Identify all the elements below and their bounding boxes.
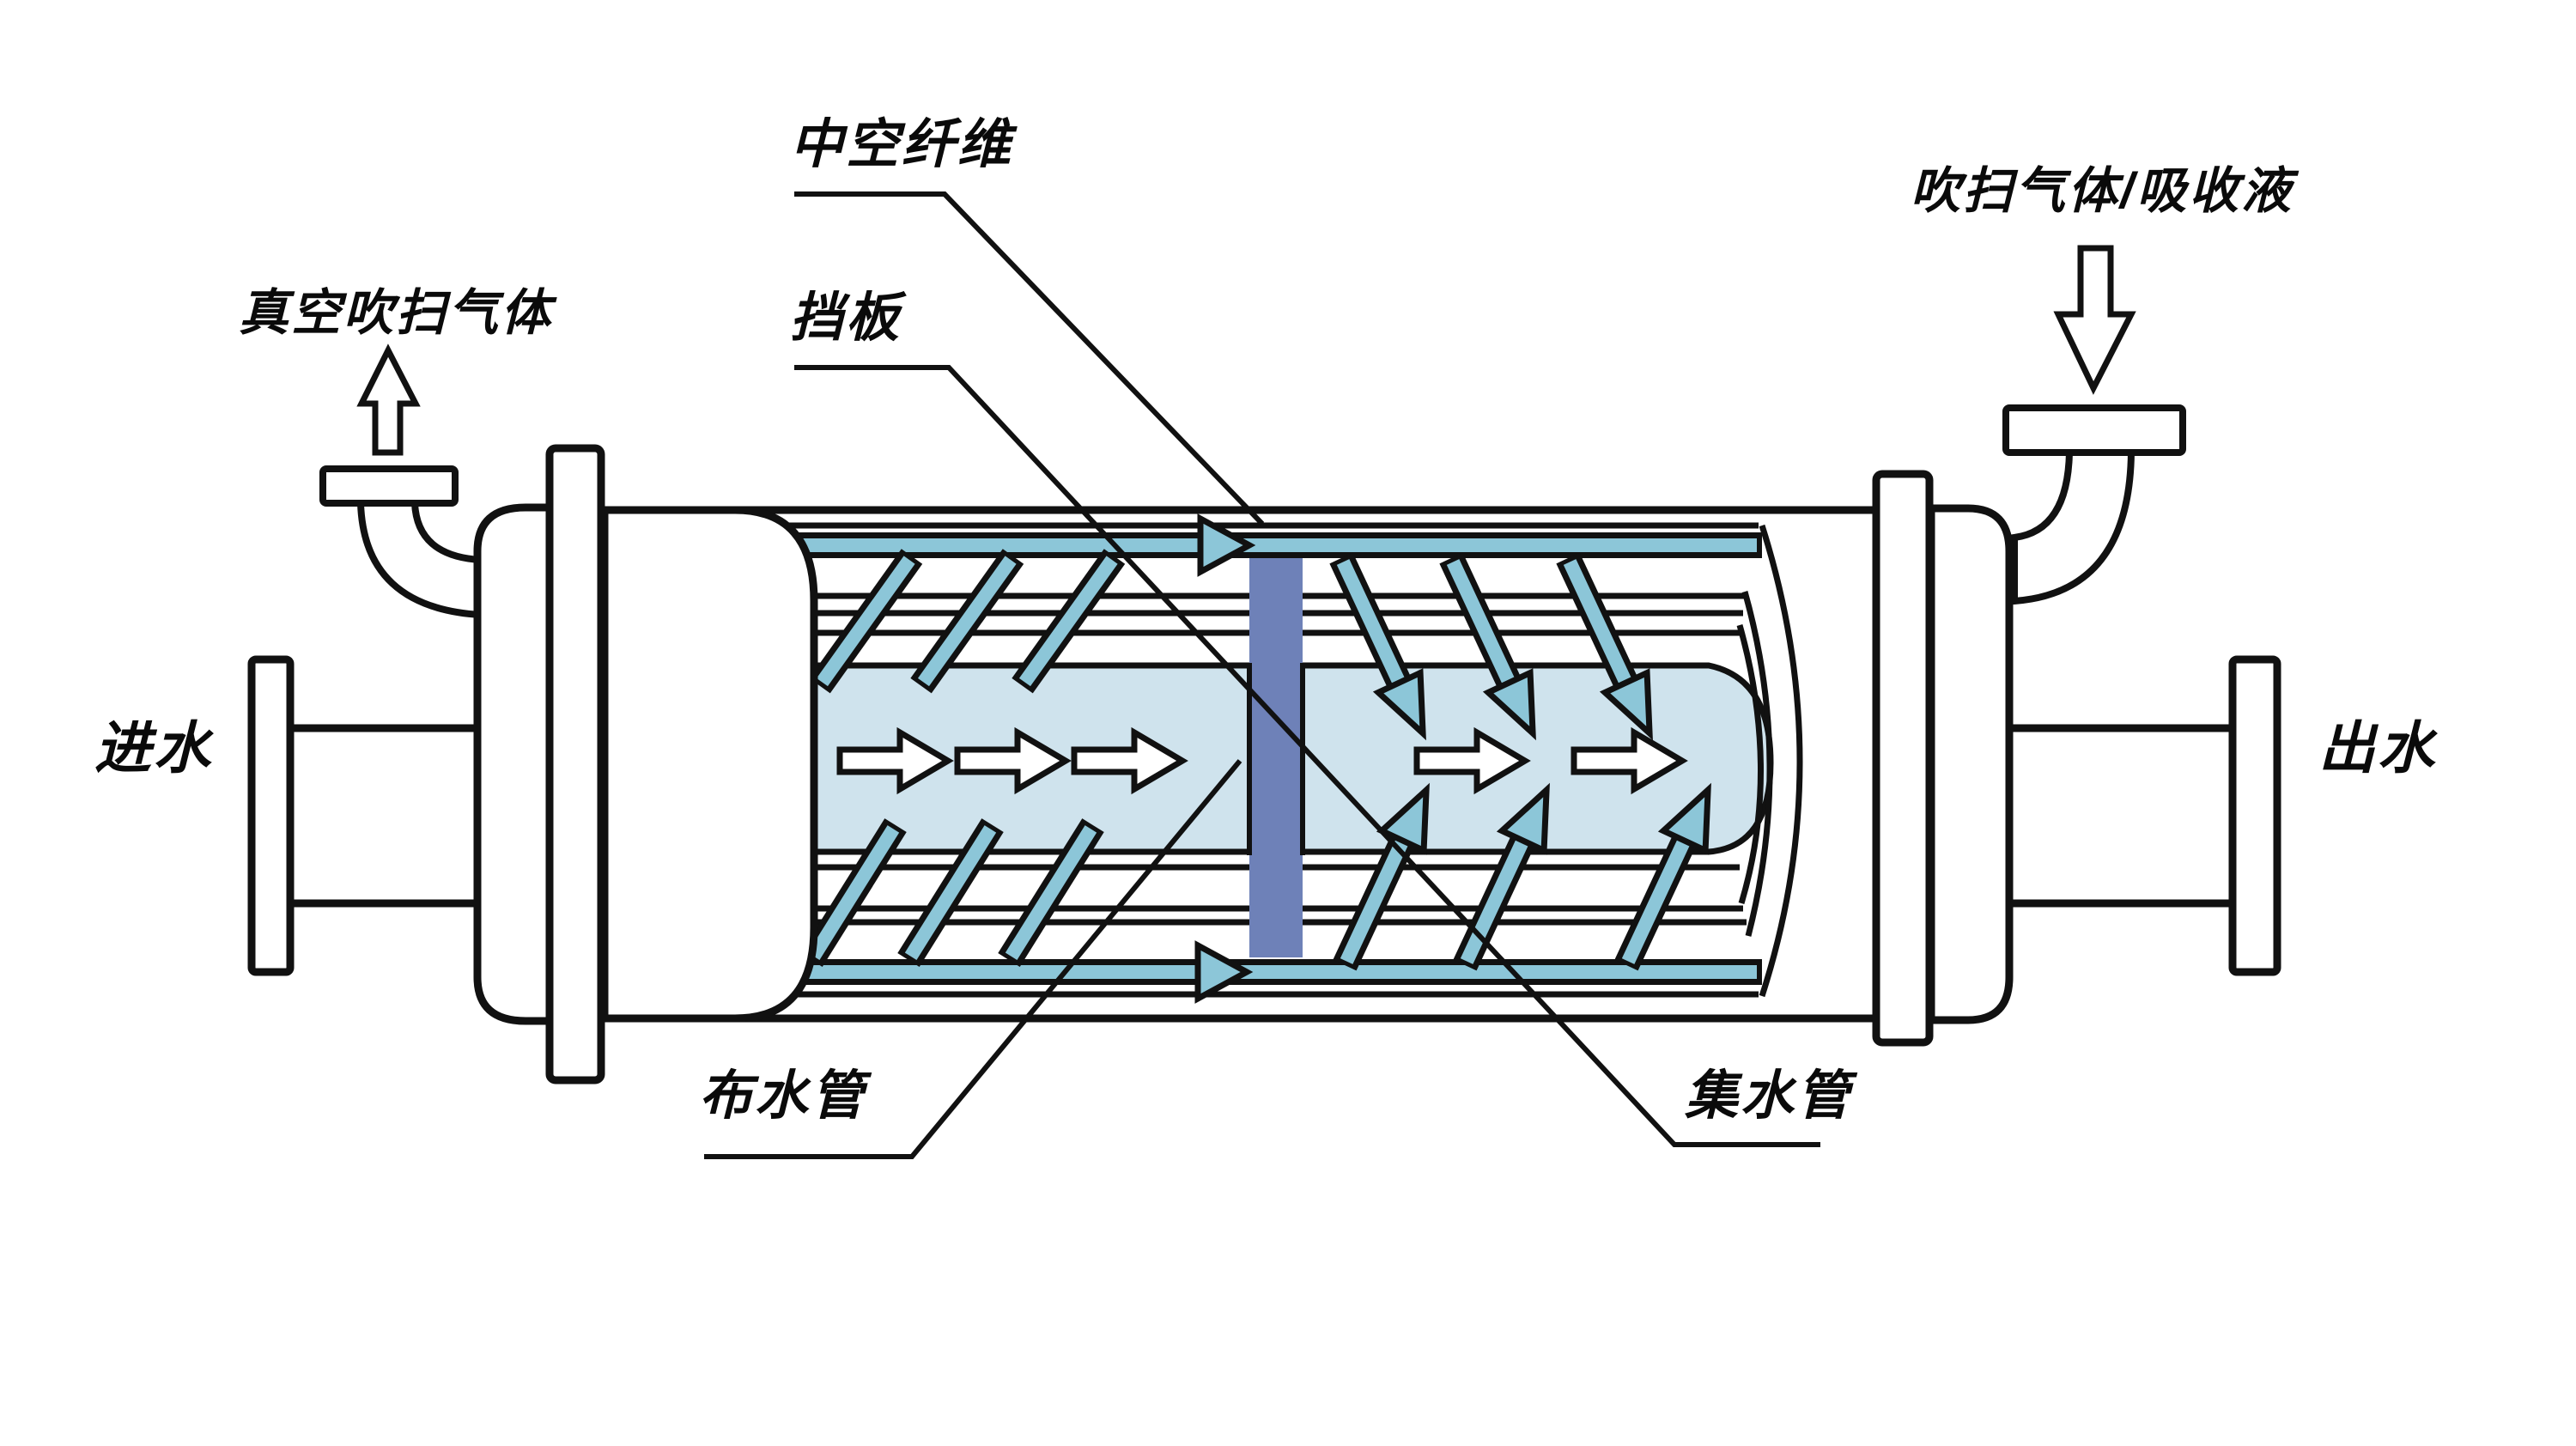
label-vacuum-purge-gas: 真空吹扫气体 — [239, 285, 554, 341]
baffle-collection-leader — [794, 365, 1820, 1147]
down-arrow-icon — [2053, 245, 2136, 395]
feed-nozzle-flange — [2002, 404, 2186, 456]
water-inlet-port — [247, 655, 485, 976]
right-flange-ring — [1872, 470, 1934, 1047]
feed-elbow-pipe — [2011, 449, 2136, 605]
vacuum-elbow-pipe — [356, 500, 484, 619]
label-purge-gas-absorbent: 吹扫气体/吸收液 — [1911, 163, 2294, 219]
label-collection-pipe: 集水管 — [1685, 1066, 1853, 1126]
vacuum-nozzle-flange — [319, 465, 459, 507]
baffle-plate — [1249, 554, 1303, 957]
pipe-flow-arrowhead — [1197, 513, 1256, 577]
bottom-collection-pipe — [788, 940, 1762, 1004]
left-outer-dome — [473, 503, 556, 1025]
hollow-fiber-leader — [794, 191, 1265, 526]
label-distribution-pipe: 布水管 — [699, 1066, 867, 1126]
label-water-inlet: 进水 — [94, 716, 213, 780]
left-flange-ring — [545, 444, 605, 1084]
distribution-pipe-leader — [704, 759, 1242, 1159]
up-arrow-icon — [356, 343, 421, 456]
label-hollow-fiber: 中空纤维 — [790, 115, 1014, 174]
outlet-flange — [2228, 655, 2281, 976]
leader-lines — [704, 191, 1820, 1159]
fiber-end-arcs — [1736, 524, 1803, 998]
water-outlet-port — [2005, 655, 2281, 976]
right-end-cap — [1927, 504, 2014, 1024]
top-distribution-pipe — [777, 513, 1762, 577]
baffle-channel-outline — [1247, 663, 1305, 855]
label-water-outlet: 出水 — [2318, 716, 2437, 780]
pipe-flow-arrowhead — [1194, 940, 1254, 1004]
vessel-shell — [601, 506, 1876, 1023]
label-baffle: 挡板 — [790, 289, 902, 348]
left-tubesheet-dome — [600, 506, 818, 1023]
inlet-flange — [247, 655, 295, 976]
